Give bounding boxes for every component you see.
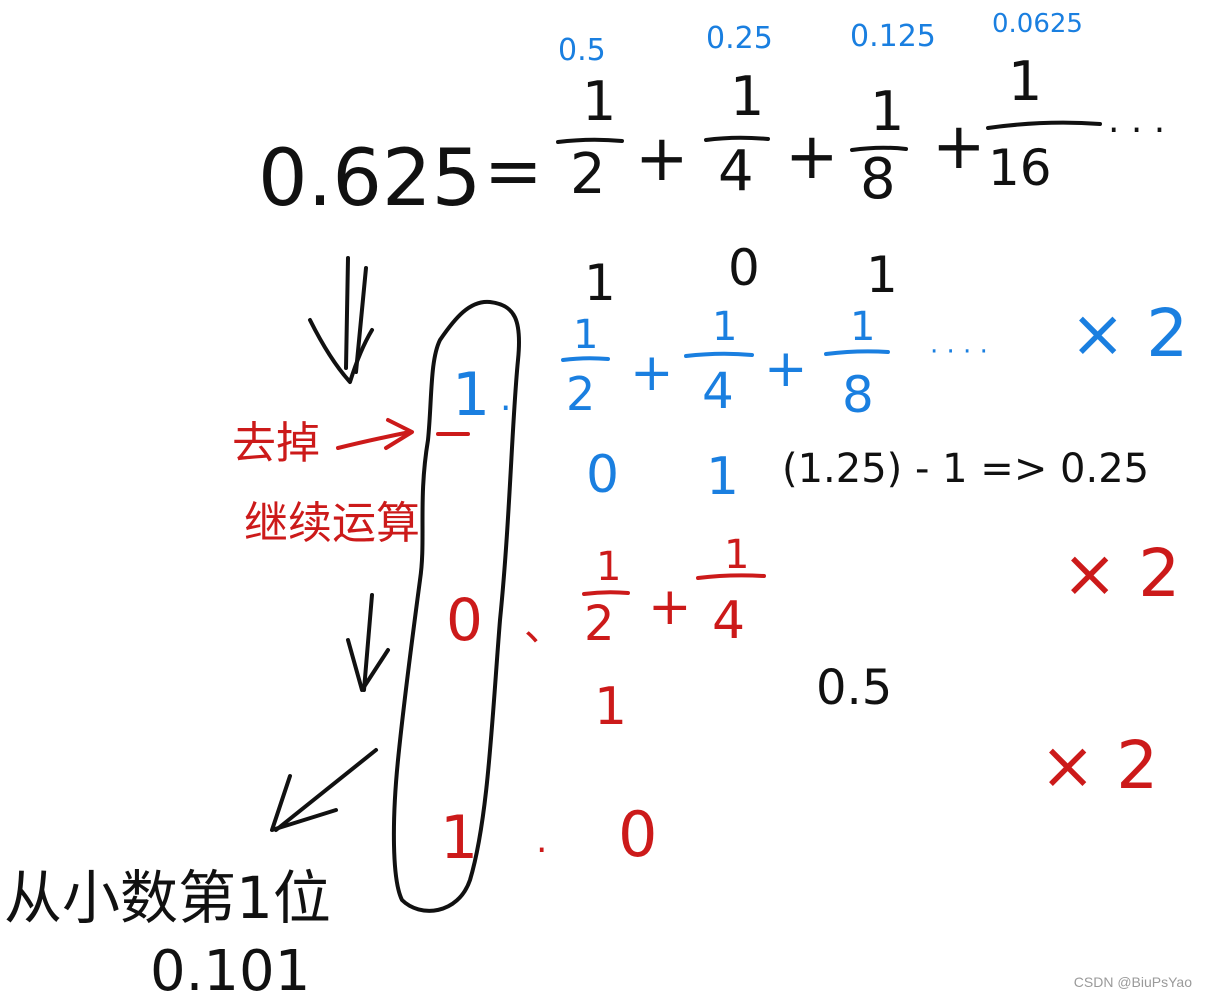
step1-ellipsis: · · · ·	[930, 337, 988, 367]
frac2-numerator: 1	[730, 65, 764, 128]
step1-frac3-den: 8	[842, 366, 874, 424]
equation-lhs: 0.625	[258, 134, 481, 224]
annotation-remove: 去掉	[232, 418, 320, 469]
frac3-numerator: 1	[870, 80, 904, 143]
step1-fraction-bars	[561, 349, 890, 362]
step1-point: .	[500, 378, 511, 419]
step1-bit-a: 0	[586, 445, 619, 505]
step2-integer: 0	[446, 586, 483, 654]
step2-bit: 1	[594, 677, 627, 737]
step1-note: (1.25) - 1 => 0.25	[782, 446, 1149, 492]
flow-arrows	[270, 256, 390, 832]
bit-2: 0	[728, 239, 760, 297]
place-value-sixteenth: 0.0625	[992, 9, 1083, 39]
ellipsis: · · ·	[1108, 110, 1165, 151]
bits-row: 1 0 1	[584, 239, 898, 312]
step3-expression: 1 . 0 × 2	[440, 727, 1158, 873]
remove-annotation: 去掉 继续运算	[232, 418, 420, 549]
place-value-half: 0.5	[558, 33, 606, 68]
step1-frac2-num: 1	[712, 304, 737, 350]
step3-remainder: 0	[618, 798, 657, 871]
plus-sign: +	[648, 577, 692, 637]
step1-bit-b: 1	[706, 447, 739, 507]
remove-arrow	[336, 418, 470, 450]
fraction-bars	[556, 120, 1102, 152]
integer-part-outline	[391, 299, 522, 913]
result-label: 从小数第1位	[4, 864, 331, 932]
step2-frac1-num: 1	[596, 544, 621, 590]
step2-frac2-den: 4	[712, 591, 745, 651]
equation-expansion: 0.625 = 1 2 + 1 4 + 1 8 + 1 16 · · ·	[258, 50, 1165, 224]
place-values-row: 0.5 0.25 0.125 0.0625	[558, 9, 1083, 68]
step2-frac1-den: 2	[584, 596, 615, 652]
frac4-denominator: 16	[988, 139, 1052, 197]
equals-sign: =	[484, 130, 543, 212]
step2-point: 、	[524, 604, 564, 650]
result-section: 从小数第1位 0.101	[4, 864, 331, 1000]
plus-sign: +	[785, 120, 839, 194]
step1-frac1-num: 1	[573, 312, 598, 358]
step3-times-two: × 2	[1040, 727, 1158, 804]
frac3-denominator: 8	[860, 147, 896, 212]
step1-frac1-den: 2	[566, 367, 595, 421]
step3-integer: 1	[440, 803, 478, 873]
frac4-numerator: 1	[1008, 50, 1042, 113]
frac1-denominator: 2	[570, 142, 606, 207]
step1-times-two: × 2	[1070, 295, 1188, 372]
result-binary: 0.101	[150, 939, 310, 1000]
frac2-denominator: 4	[718, 139, 754, 204]
plus-sign: +	[932, 110, 986, 184]
watermark: CSDN @BiuPsYao	[1073, 974, 1192, 990]
step2-expression: 0 、 1 2 + 1 4 × 2 1	[446, 532, 1180, 737]
plus-sign: +	[630, 343, 674, 403]
place-value-eighth: 0.125	[850, 19, 936, 54]
step1-expression: 1 . 1 2 + 1 4 + 1 8 · · · · × 2 0 1	[452, 295, 1188, 507]
annotation-continue: 继续运算	[244, 498, 420, 549]
bit-3: 1	[866, 246, 898, 304]
frac1-numerator: 1	[582, 70, 616, 133]
step1-frac3-num: 1	[850, 304, 875, 350]
step2-frac2-num: 1	[724, 532, 749, 578]
bit-1: 1	[584, 254, 616, 312]
step2-note: 0.5	[816, 660, 892, 716]
step2-times-two: × 2	[1062, 535, 1180, 612]
step2-fraction-bars	[582, 573, 766, 596]
step3-point: .	[536, 820, 547, 861]
plus-sign: +	[635, 122, 689, 196]
place-value-quarter: 0.25	[706, 21, 773, 56]
step1-integer: 1	[452, 360, 490, 430]
plus-sign: +	[764, 339, 808, 399]
step1-frac2-den: 4	[702, 362, 734, 420]
